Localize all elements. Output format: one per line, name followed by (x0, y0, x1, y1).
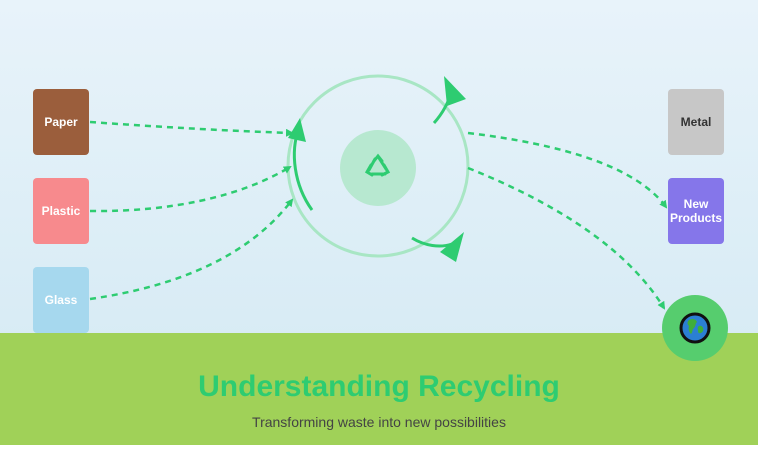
metal-box: Metal (668, 89, 724, 155)
paper-box: Paper (33, 89, 89, 155)
new-products-label: New Products (669, 197, 722, 225)
diagram-title: Understanding Recycling (198, 370, 560, 403)
metal-label: Metal (680, 115, 712, 129)
flow-paper-to-cycle (89, 120, 294, 137)
flow-plastic-to-cycle (89, 165, 292, 213)
recycling-diagram: Paper Plastic Glass Metal New Products U… (0, 0, 758, 445)
flow-cycle-to-new-products (467, 131, 668, 209)
cycle-arrowhead-top (444, 76, 466, 106)
glass-box: Glass (33, 267, 89, 333)
earth-icon (679, 312, 711, 344)
new-products-box: New Products (668, 178, 724, 244)
recycle-core (340, 130, 416, 206)
flow-diagram (89, 74, 668, 310)
ground (0, 333, 758, 445)
cycle-arrowhead-left (288, 118, 306, 142)
cycle-arrowhead-bottom (440, 232, 464, 262)
plastic-box: Plastic (33, 178, 89, 244)
glass-label: Glass (44, 293, 78, 307)
paper-label: Paper (44, 115, 78, 129)
earth-glow (662, 295, 728, 361)
recycle-icon (364, 153, 391, 177)
diagram-subtitle: Transforming waste into new possibilitie… (252, 414, 506, 430)
flow-cycle-to-earth (467, 166, 666, 310)
flow-glass-to-cycle (89, 198, 294, 301)
plastic-label: Plastic (41, 204, 81, 218)
